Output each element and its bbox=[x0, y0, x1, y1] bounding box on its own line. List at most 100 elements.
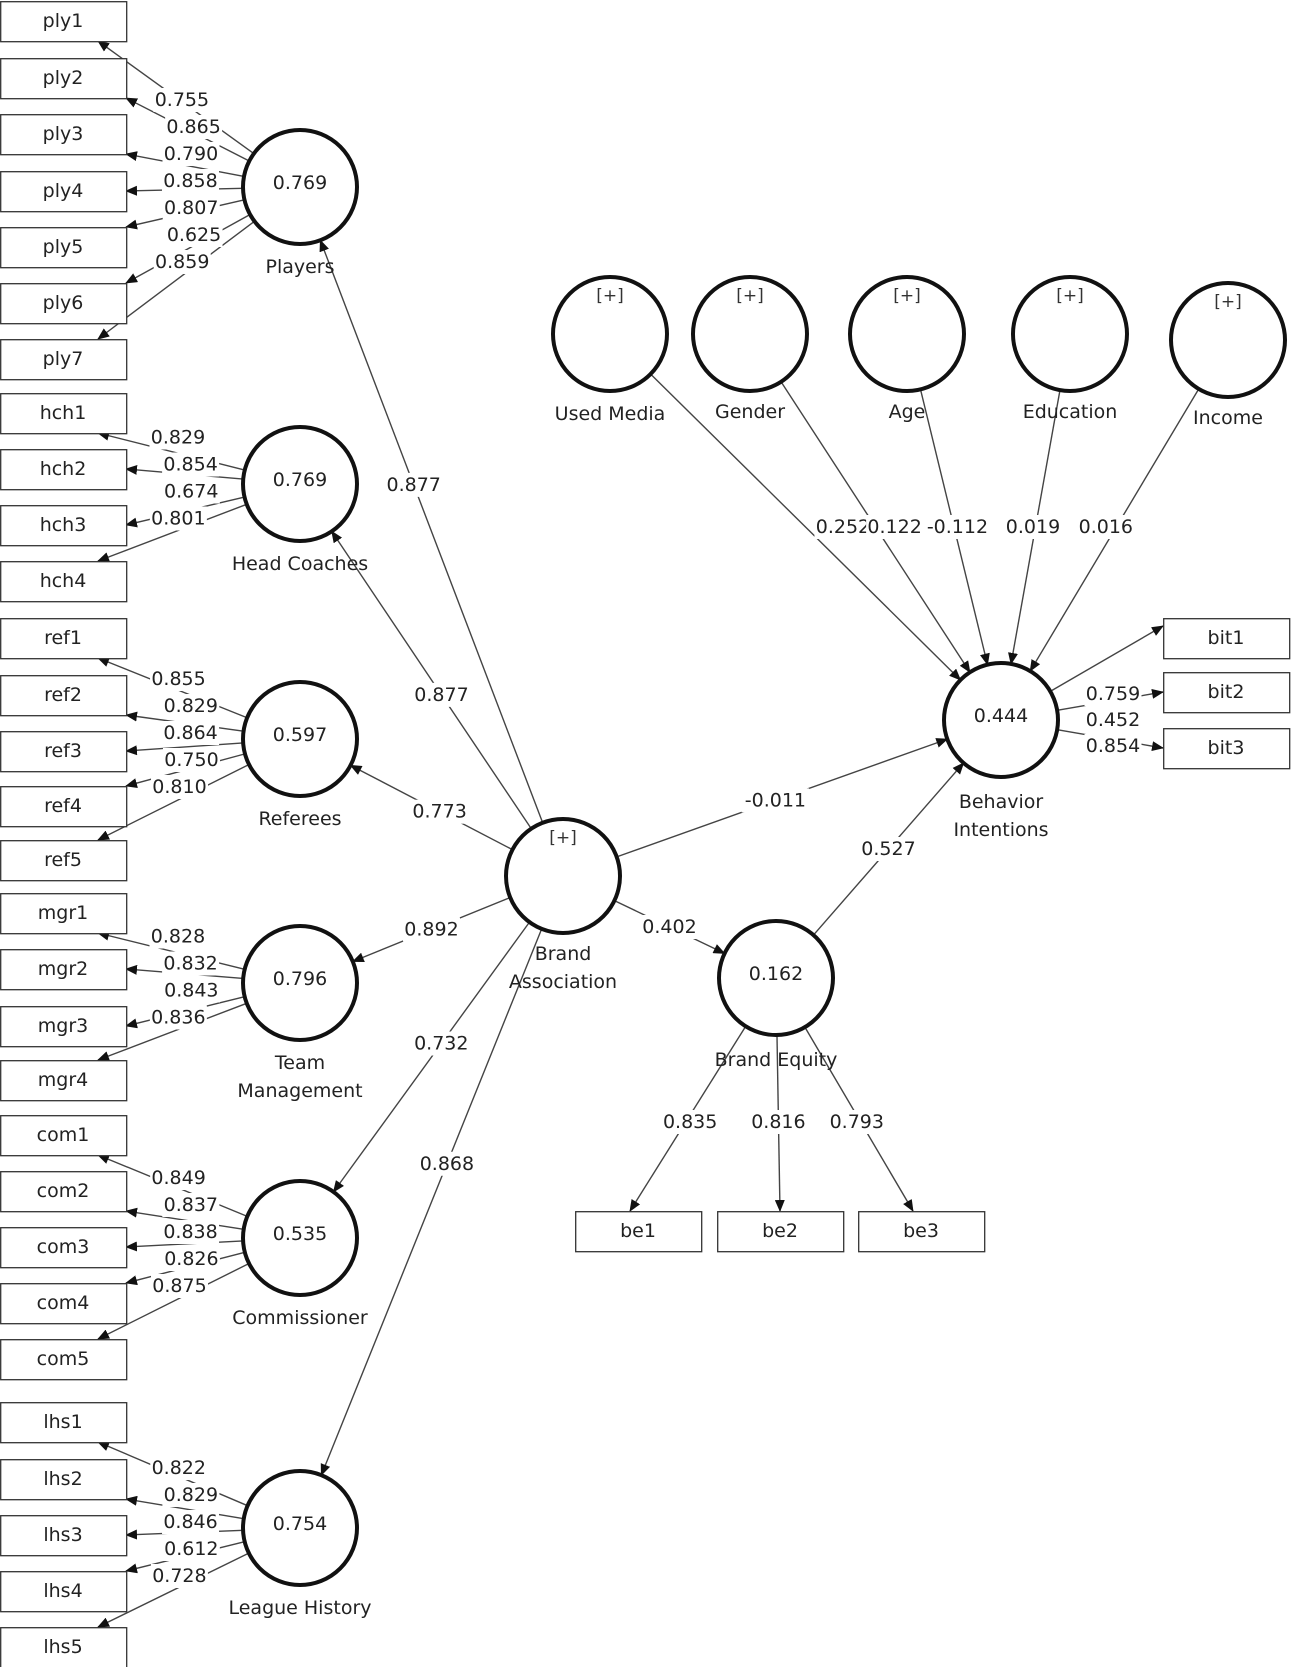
indicator-hch2[interactable]: hch2 bbox=[0, 449, 128, 491]
indicator-ply1[interactable]: ply1 bbox=[0, 1, 128, 43]
indicator-hch4[interactable]: hch4 bbox=[0, 561, 128, 603]
indicator-box[interactable] bbox=[1163, 618, 1291, 660]
indicator-lhs5[interactable]: lhs5 bbox=[0, 1627, 128, 1667]
indicator-box[interactable] bbox=[0, 1459, 128, 1501]
indicator-ref1[interactable]: ref1 bbox=[0, 618, 128, 660]
indicator-box[interactable] bbox=[0, 393, 128, 435]
construct-income[interactable]: [+]Income bbox=[1169, 281, 1287, 429]
construct-circle[interactable] bbox=[504, 817, 622, 935]
indicator-box[interactable] bbox=[858, 1211, 986, 1253]
expand-plus-icon[interactable]: [+] bbox=[736, 286, 764, 306]
indicator-ply2[interactable]: ply2 bbox=[0, 58, 128, 100]
indicator-box[interactable] bbox=[0, 1227, 128, 1269]
construct-circle[interactable] bbox=[241, 128, 359, 246]
indicator-box[interactable] bbox=[0, 786, 128, 828]
indicator-box[interactable] bbox=[1163, 672, 1291, 714]
construct-circle[interactable] bbox=[1011, 275, 1129, 393]
indicator-lhs4[interactable]: lhs4 bbox=[0, 1571, 128, 1613]
indicator-ply3[interactable]: ply3 bbox=[0, 114, 128, 156]
expand-plus-icon[interactable]: [+] bbox=[1056, 286, 1084, 306]
indicator-mgr3[interactable]: mgr3 bbox=[0, 1006, 128, 1048]
indicator-mgr4[interactable]: mgr4 bbox=[0, 1060, 128, 1102]
construct-circle[interactable] bbox=[551, 275, 669, 393]
indicator-box[interactable] bbox=[0, 618, 128, 660]
indicator-box[interactable] bbox=[0, 1515, 128, 1557]
indicator-box[interactable] bbox=[0, 505, 128, 547]
indicator-be2[interactable]: be2 bbox=[717, 1211, 845, 1253]
indicator-box[interactable] bbox=[0, 840, 128, 882]
indicator-box[interactable] bbox=[0, 1006, 128, 1048]
indicator-box[interactable] bbox=[0, 1115, 128, 1157]
indicator-com1[interactable]: com1 bbox=[0, 1115, 128, 1157]
indicator-lhs2[interactable]: lhs2 bbox=[0, 1459, 128, 1501]
indicator-com4[interactable]: com4 bbox=[0, 1283, 128, 1325]
indicator-ply5[interactable]: ply5 bbox=[0, 227, 128, 269]
indicator-box[interactable] bbox=[0, 1, 128, 43]
indicator-box[interactable] bbox=[0, 1060, 128, 1102]
indicator-box[interactable] bbox=[0, 1402, 128, 1444]
construct-circle[interactable] bbox=[241, 924, 359, 1042]
indicator-bit1[interactable]: bit1 bbox=[1163, 618, 1291, 660]
indicator-ply7[interactable]: ply7 bbox=[0, 339, 128, 381]
construct-circle[interactable] bbox=[942, 661, 1060, 779]
indicator-be1[interactable]: be1 bbox=[575, 1211, 703, 1253]
indicator-box[interactable] bbox=[0, 58, 128, 100]
indicator-hch3[interactable]: hch3 bbox=[0, 505, 128, 547]
indicator-box[interactable] bbox=[1163, 728, 1291, 770]
indicator-com2[interactable]: com2 bbox=[0, 1171, 128, 1213]
indicator-ply6[interactable]: ply6 bbox=[0, 283, 128, 325]
indicator-box[interactable] bbox=[0, 1339, 128, 1381]
construct-age[interactable]: [+]Age bbox=[848, 275, 966, 423]
indicator-ref3[interactable]: ref3 bbox=[0, 731, 128, 773]
construct-circle[interactable] bbox=[1169, 281, 1287, 399]
indicator-box[interactable] bbox=[0, 1571, 128, 1613]
indicator-box[interactable] bbox=[0, 171, 128, 213]
indicator-box[interactable] bbox=[0, 449, 128, 491]
construct-circle[interactable] bbox=[241, 425, 359, 543]
construct-circle[interactable] bbox=[241, 680, 359, 798]
expand-plus-icon[interactable]: [+] bbox=[1214, 292, 1242, 312]
indicator-com5[interactable]: com5 bbox=[0, 1339, 128, 1381]
indicator-ref4[interactable]: ref4 bbox=[0, 786, 128, 828]
expand-plus-icon[interactable]: [+] bbox=[893, 286, 921, 306]
construct-circle[interactable] bbox=[848, 275, 966, 393]
indicator-ref2[interactable]: ref2 bbox=[0, 675, 128, 717]
indicator-box[interactable] bbox=[0, 283, 128, 325]
indicator-box[interactable] bbox=[0, 227, 128, 269]
indicator-com3[interactable]: com3 bbox=[0, 1227, 128, 1269]
construct-circle[interactable] bbox=[717, 919, 835, 1037]
indicator-box[interactable] bbox=[0, 1283, 128, 1325]
indicator-mgr1[interactable]: mgr1 bbox=[0, 893, 128, 935]
indicator-be3[interactable]: be3 bbox=[858, 1211, 986, 1253]
indicator-ref5[interactable]: ref5 bbox=[0, 840, 128, 882]
indicator-box[interactable] bbox=[717, 1211, 845, 1253]
indicator-box[interactable] bbox=[0, 731, 128, 773]
indicator-box[interactable] bbox=[0, 339, 128, 381]
indicator-box[interactable] bbox=[0, 675, 128, 717]
construct-education[interactable]: [+]Education bbox=[1011, 275, 1129, 423]
indicator-ply4[interactable]: ply4 bbox=[0, 171, 128, 213]
construct-gender[interactable]: [+]Gender bbox=[691, 275, 809, 423]
indicator-box[interactable] bbox=[0, 1171, 128, 1213]
indicator-hch1[interactable]: hch1 bbox=[0, 393, 128, 435]
indicator-box[interactable] bbox=[0, 114, 128, 156]
construct-circle[interactable] bbox=[241, 1469, 359, 1587]
indicator-lhs1[interactable]: lhs1 bbox=[0, 1402, 128, 1444]
indicator-box[interactable] bbox=[0, 1627, 128, 1667]
indicator-lhs3[interactable]: lhs3 bbox=[0, 1515, 128, 1557]
construct-circle[interactable] bbox=[691, 275, 809, 393]
expand-plus-icon[interactable]: [+] bbox=[596, 286, 624, 306]
indicator-bit2[interactable]: bit2 bbox=[1163, 672, 1291, 714]
indicator-box[interactable] bbox=[575, 1211, 703, 1253]
construct-used-media[interactable]: [+]Used Media bbox=[551, 275, 669, 425]
construct-circle[interactable] bbox=[241, 1179, 359, 1297]
indicator-box[interactable] bbox=[0, 893, 128, 935]
